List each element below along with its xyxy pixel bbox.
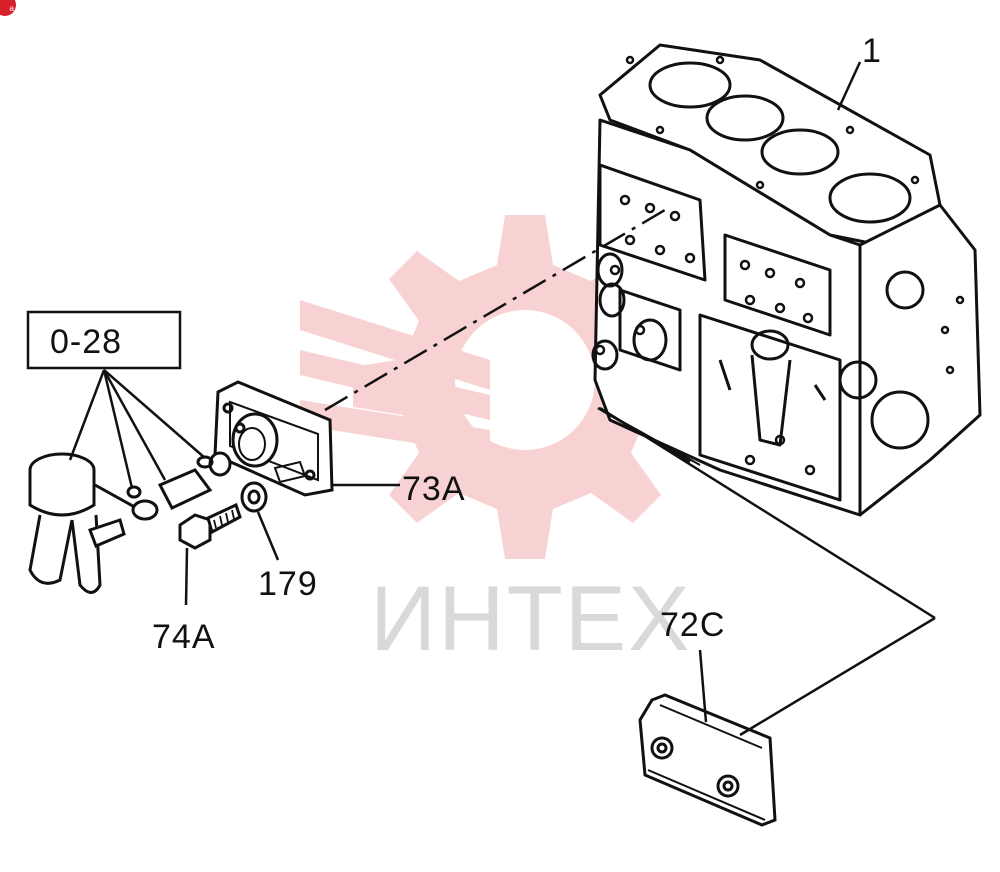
leader-line-74a xyxy=(184,547,189,606)
callout-73a: 73A xyxy=(402,470,466,508)
leader-line-cover xyxy=(597,407,701,466)
leader-line-1 xyxy=(836,61,862,111)
leader-line-179 xyxy=(256,511,280,561)
center-line xyxy=(324,208,666,412)
callout-179: 179 xyxy=(258,565,318,603)
cover-gasket xyxy=(213,380,334,497)
ref-box xyxy=(26,310,182,370)
breather-assembly xyxy=(28,451,232,594)
side-cover xyxy=(638,693,777,827)
watermark-text: ИНТЕХ xyxy=(370,568,692,670)
callout-72c: 72C xyxy=(660,606,725,644)
ref-box-label: 0-28 xyxy=(50,323,122,361)
ref-box-leaders xyxy=(68,369,206,489)
engine-block xyxy=(591,43,982,517)
callout-74a: 74A xyxy=(152,618,216,656)
watermark-gear-icon xyxy=(300,215,697,559)
callout-1: 1 xyxy=(862,32,882,70)
corner-badge: a xyxy=(0,0,16,16)
bolt xyxy=(178,502,242,550)
washer xyxy=(240,481,268,513)
